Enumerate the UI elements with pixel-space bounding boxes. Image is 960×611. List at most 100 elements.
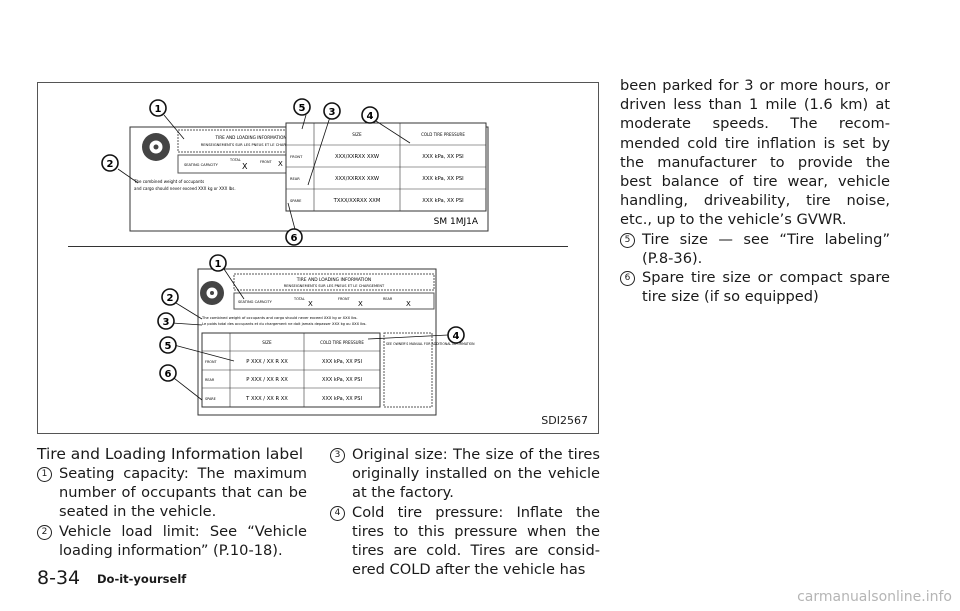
svg-text:1: 1 [155, 104, 162, 115]
bottom-front-x: X [358, 300, 363, 308]
bottom-total-x: X [308, 300, 313, 308]
text-column-2: 3 Original size: The size of the tires o… [330, 445, 600, 579]
page-number: 8-34 [37, 567, 81, 589]
item-text: Seating capacity: The maximum number of … [59, 465, 307, 521]
bottom-row-1-label: FRONT [205, 360, 218, 364]
list-item: 5 Tire size — see “Tire labeling” (P.8-3… [620, 230, 890, 268]
callout-6-top: 6 [285, 228, 303, 246]
svg-text:2: 2 [167, 293, 174, 304]
bottom-row-2-pressure: XXX kPa, XX PSI [322, 377, 362, 383]
tire-icon [142, 133, 170, 161]
bottom-row-2-label: REAR [205, 378, 215, 382]
top-total-x: X [242, 162, 248, 171]
top-seating-label: SEATING CAPACITY [184, 163, 219, 167]
svg-text:4: 4 [453, 331, 460, 342]
top-label: TIRE AND LOADING INFORMATION RENSEIGNEME… [101, 98, 489, 246]
bottom-load-text-2: Le poids total des occupants et du charg… [202, 322, 367, 326]
bottom-rear-x: X [406, 300, 411, 308]
svg-text:5: 5 [299, 103, 306, 114]
callout-5-top: 5 [293, 98, 311, 116]
svg-text:3: 3 [329, 107, 336, 118]
callout-3-top: 3 [323, 102, 341, 120]
bottom-total-label: TOTAL [293, 297, 305, 301]
svg-text:3: 3 [163, 317, 170, 328]
top-pressure-header: COLD TIRE PRESSURE [421, 132, 465, 137]
bottom-row-1-size: P XXX / XX R XX [246, 359, 288, 365]
text-column-1: 1 Seating capacity: The maximum number o… [37, 464, 307, 560]
figure-divider [68, 246, 568, 247]
figure-caption: Tire and Loading Information label [37, 445, 304, 463]
bottom-header-box [233, 273, 435, 291]
bottom-size-header: SIZE [262, 340, 272, 345]
svg-text:6: 6 [165, 369, 172, 380]
bottom-seating-label: SEATING CAPACITY [238, 300, 273, 304]
callout-1-bottom: 1 [209, 254, 227, 272]
bottom-row-3-pressure: XXX kPa, XX PSI [322, 396, 362, 402]
top-row-1-label: FRONT [290, 155, 303, 159]
bottom-side-note-box [383, 332, 433, 408]
bottom-seating-box [233, 292, 435, 310]
top-total-label: TOTAL [229, 158, 241, 162]
circled-number-2: 2 [37, 524, 52, 540]
top-load-text-2: and cargo should never exceed XXX kg or … [134, 186, 236, 191]
bottom-rear-label: REAR [383, 297, 393, 301]
tire-icon [200, 281, 224, 305]
item-text: Vehicle load limit: See “Vehicle loading… [59, 522, 307, 559]
top-row-2-size: XXX/XXRXX XXW [335, 176, 379, 182]
callout-1-top: 1 [149, 99, 167, 117]
item-text: Tire size — see “Tire labeling” (P.8-36)… [642, 230, 890, 267]
circled-number-3: 3 [330, 448, 345, 463]
top-callouts [117, 114, 411, 234]
callout-6-bottom: 6 [159, 364, 177, 382]
top-header-fr: RENSEIGNEMENTS SUR LES PNEUS ET LE CHARG… [201, 143, 302, 147]
bottom-pressure-header: COLD TIRE PRESSURE [320, 340, 364, 345]
watermark: carmanualsonline.info [797, 589, 952, 605]
bottom-row-2-size: P XXX / XX R XX [246, 377, 288, 383]
item-text: Cold tire pressure: Inflate the tires to… [352, 503, 600, 579]
circled-number-5: 5 [620, 232, 635, 248]
top-row-2-label: REAR [290, 177, 300, 181]
list-item: 6 Spare tire size or compact spare tire … [620, 268, 890, 306]
top-row-3-pressure: XXX kPa, XX PSI [422, 198, 464, 204]
list-item: 3 Original size: The size of the tires o… [330, 445, 600, 503]
callout-4-top: 4 [361, 106, 379, 124]
svg-text:1: 1 [215, 259, 222, 270]
callout-5-bottom: 5 [159, 336, 177, 354]
top-row-1-pressure: XXX kPa, XX PSI [422, 154, 464, 160]
circled-number-6: 6 [620, 271, 635, 287]
top-part-number: SM 1MJ1A [434, 217, 479, 227]
bottom-row-3-size: T XXX / XX R XX [245, 396, 288, 402]
callout-2-top: 2 [101, 154, 119, 172]
item-text: Original size: The size of the tires ori… [352, 446, 600, 502]
bottom-front-label: FRONT [338, 297, 351, 301]
svg-text:2: 2 [107, 159, 114, 170]
callout-4-bottom: 4 [447, 326, 465, 344]
top-row-3-label: SPARE [290, 199, 302, 203]
section-title: Do-it-yourself [97, 572, 187, 586]
circled-number-1: 1 [37, 467, 52, 482]
top-front-label: FRONT [260, 160, 273, 164]
bottom-row-3-label: SPARE [205, 397, 216, 401]
tire-label-illustration: TIRE AND LOADING INFORMATION RENSEIGNEME… [101, 98, 489, 416]
top-row-1-size: XXX/XXRXX XXW [335, 154, 379, 160]
top-header: TIRE AND LOADING INFORMATION [214, 135, 286, 140]
tire-label-figure: TIRE AND LOADING INFORMATION RENSEIGNEME… [37, 82, 599, 434]
list-item: 4 Cold tire pressure: Inflate the tires … [330, 503, 600, 580]
top-row-2-pressure: XXX kPa, XX PSI [422, 176, 464, 182]
top-row-3-size: TXXX/XXRXX XXM [333, 198, 381, 204]
bottom-label: TIRE AND LOADING INFORMATION RENSEIGNEME… [157, 254, 475, 416]
callout-2-bottom: 2 [161, 288, 179, 306]
circled-number-4: 4 [330, 505, 345, 521]
list-item: 1 Seating capacity: The maximum number o… [37, 464, 307, 522]
list-item: 2 Vehicle load limit: See “Vehicle loadi… [37, 522, 307, 560]
top-front-x: X [278, 160, 283, 168]
top-size-header: SIZE [352, 132, 362, 137]
bottom-row-1-pressure: XXX kPa, XX PSI [322, 359, 362, 365]
item-text: Spare tire size or compact spare tire si… [642, 269, 890, 306]
text-column-3: been parked for 3 or more hours, or driv… [620, 76, 890, 306]
item-4-continued: been parked for 3 or more hours, or driv… [620, 77, 890, 229]
bottom-header-fr: RENSEIGNEMENTS SUR LES PNEUS ET LE CHARG… [284, 284, 385, 288]
bottom-load-text-1: The combined weight of occupants and car… [201, 316, 358, 320]
svg-text:5: 5 [165, 341, 172, 352]
svg-text:4: 4 [367, 111, 374, 122]
